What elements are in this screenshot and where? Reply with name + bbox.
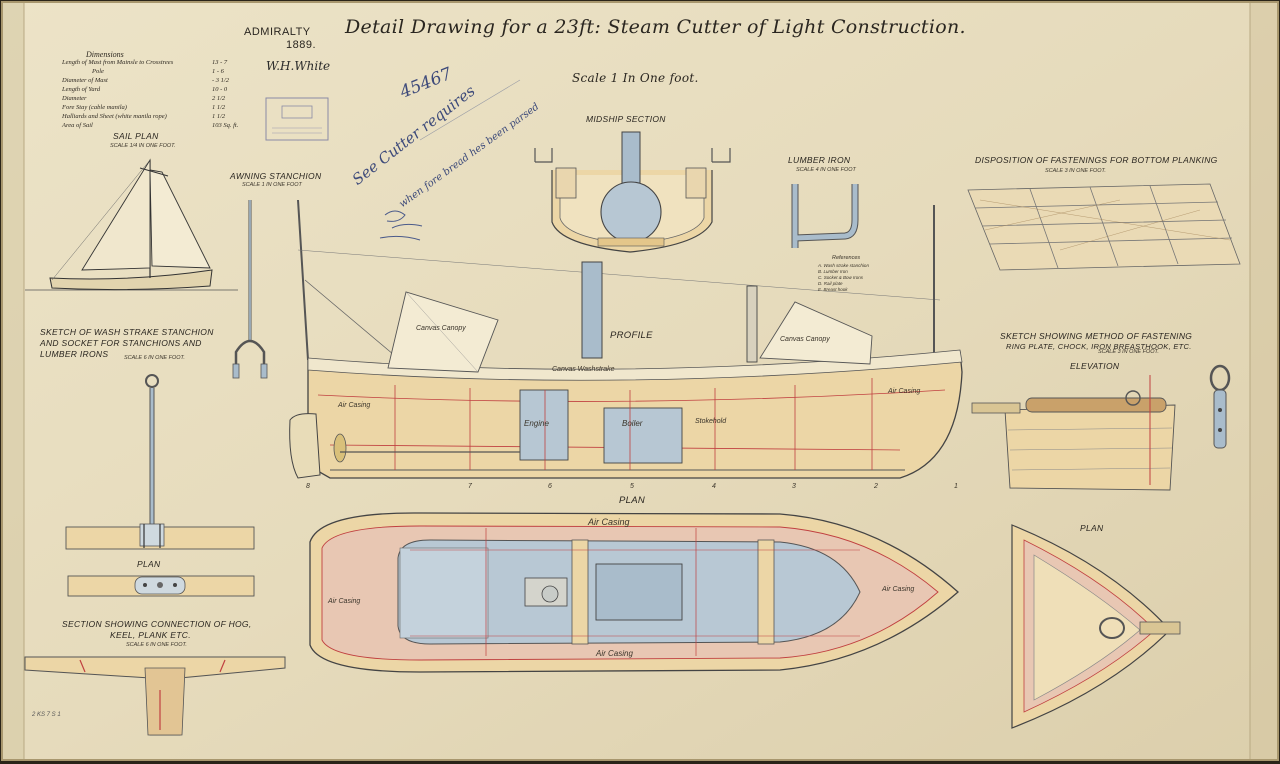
station-number: 3 xyxy=(792,483,796,490)
lumber-iron-scale: SCALE 4 IN ONE FOOT xyxy=(796,167,856,173)
station-number: 6 xyxy=(548,483,552,490)
profile-canvas-canopy-fore: Canvas Canopy xyxy=(416,325,466,332)
wash-strake-title-line-1: SKETCH OF WASH STRAKE STANCHION xyxy=(40,327,214,337)
bottom-planking-fastenings-drawing xyxy=(967,183,1241,271)
reference-item: A. Wash strake stanchion xyxy=(818,263,869,268)
plan-air-casing-bottom: Air Casing xyxy=(596,649,633,658)
admiralty-label: ADMIRALTY xyxy=(244,26,311,38)
profile-title: PROFILE xyxy=(610,330,653,341)
paper-left-fold xyxy=(2,2,24,760)
dimension-row: Fore Stay (cable manila)1 1/2 xyxy=(62,104,226,111)
station-number: 1 xyxy=(954,483,958,490)
fastenings-scale: SCALE 3 IN ONE FOOT. xyxy=(1045,168,1106,174)
hog-section-scale: SCALE 6 IN ONE FOOT. xyxy=(126,642,187,648)
small-plan-title: PLAN xyxy=(137,559,161,569)
wash-strake-stanchion-drawing xyxy=(65,374,255,597)
plan-title: PLAN xyxy=(619,495,646,506)
awning-stanchion-title: AWNING STANCHION xyxy=(230,171,322,181)
fastening-method-elevation-drawing xyxy=(971,364,1231,491)
sail-plan-drawing xyxy=(25,158,238,291)
fastening-method-title-line-1: SKETCH SHOWING METHOD OF FASTENING xyxy=(1000,331,1193,341)
year-label: 1889. xyxy=(286,39,317,51)
plan-air-casing-top: Air Casing xyxy=(588,517,630,527)
wash-strake-scale: SCALE 6 IN ONE FOOT. xyxy=(124,355,185,361)
fastenings-title: DISPOSITION OF FASTENINGS FOR BOTTOM PLA… xyxy=(975,155,1218,165)
dimensions-heading: Dimensions xyxy=(86,50,124,59)
reference-item: D. Rail plate xyxy=(818,281,843,286)
profile-engine-label: Engine xyxy=(524,419,549,428)
reference-item: E. Breast hook xyxy=(818,287,848,292)
profile-boiler-label: Boiler xyxy=(622,419,643,428)
dimension-row: Diameter of Mast- 3 1/2 xyxy=(62,77,229,84)
profile-canvas-canopy-aft: Canvas Canopy xyxy=(780,336,830,343)
plan-air-casing-stern: Air Casing xyxy=(328,598,361,605)
paper-right-fold xyxy=(1250,2,1278,760)
dimension-row: Length of Mast from Mainsle to Crosstree… xyxy=(62,59,228,66)
awning-stanchion-drawing xyxy=(232,200,268,379)
lumber-iron-title: LUMBER IRON xyxy=(788,155,851,165)
bow-plan-drawing xyxy=(1011,524,1181,729)
midship-section-drawing xyxy=(534,131,731,253)
wash-strake-title-line-2: AND SOCKET FOR STANCHIONS AND xyxy=(40,338,202,348)
profile-air-casing-stern: Air Casing xyxy=(338,402,371,409)
station-number: 7 xyxy=(468,483,472,490)
awning-stanchion-scale: SCALE 1 IN ONE FOOT xyxy=(242,182,302,188)
station-number: 8 xyxy=(306,483,310,490)
station-number: 2 xyxy=(874,483,878,490)
plan-air-casing-bow: Air Casing xyxy=(882,586,915,593)
signature: W.H.White xyxy=(266,59,331,73)
fastening-method-title-line-2: RING PLATE, CHOCK, IRON BREASTHOOK, ETC. xyxy=(1006,342,1192,351)
station-number: 4 xyxy=(712,483,716,490)
fastening-method-scale: SCALE 3 IN ONE FOOT. xyxy=(1098,349,1159,355)
plan-drawing xyxy=(309,512,959,673)
bow-plan-title: PLAN xyxy=(1080,523,1104,533)
hog-section-title-line-2: KEEL, PLANK ETC. xyxy=(110,630,191,640)
profile-canvas-washstrake: Canvas Washstrake xyxy=(552,366,615,373)
sail-plan-title: SAIL PLAN xyxy=(113,131,159,141)
hog-keel-section-drawing xyxy=(24,656,286,736)
library-stamp xyxy=(265,97,329,141)
midship-section-title: MIDSHIP SECTION xyxy=(586,114,666,124)
drawing-title: Detail Drawing for a 23ft: Steam Cutter … xyxy=(345,16,966,38)
profile-drawing xyxy=(289,199,963,479)
station-number: 5 xyxy=(630,483,634,490)
reference-item: C. Socket & Bow Irons xyxy=(818,275,864,280)
profile-air-casing-bow: Air Casing xyxy=(888,388,921,395)
references-heading: References xyxy=(832,255,861,261)
dimension-row: Halliards and Sheet (white manila rope)1… xyxy=(62,113,226,120)
elevation-title: ELEVATION xyxy=(1070,361,1120,371)
profile-stokehold-label: Stokehold xyxy=(695,418,727,425)
main-scale-label: Scale 1 In One foot. xyxy=(572,71,699,85)
reference-item: B. Lumber Iron xyxy=(818,269,848,274)
catalog-number: 2 KS 7 S 1 xyxy=(32,712,61,718)
wash-strake-title-line-3: LUMBER IRONS xyxy=(40,349,109,359)
lumber-iron-drawing xyxy=(791,184,859,248)
sail-plan-scale: SCALE 1/4 IN ONE FOOT. xyxy=(110,143,176,149)
hog-section-title-line-1: SECTION SHOWING CONNECTION OF HOG, xyxy=(62,619,252,629)
